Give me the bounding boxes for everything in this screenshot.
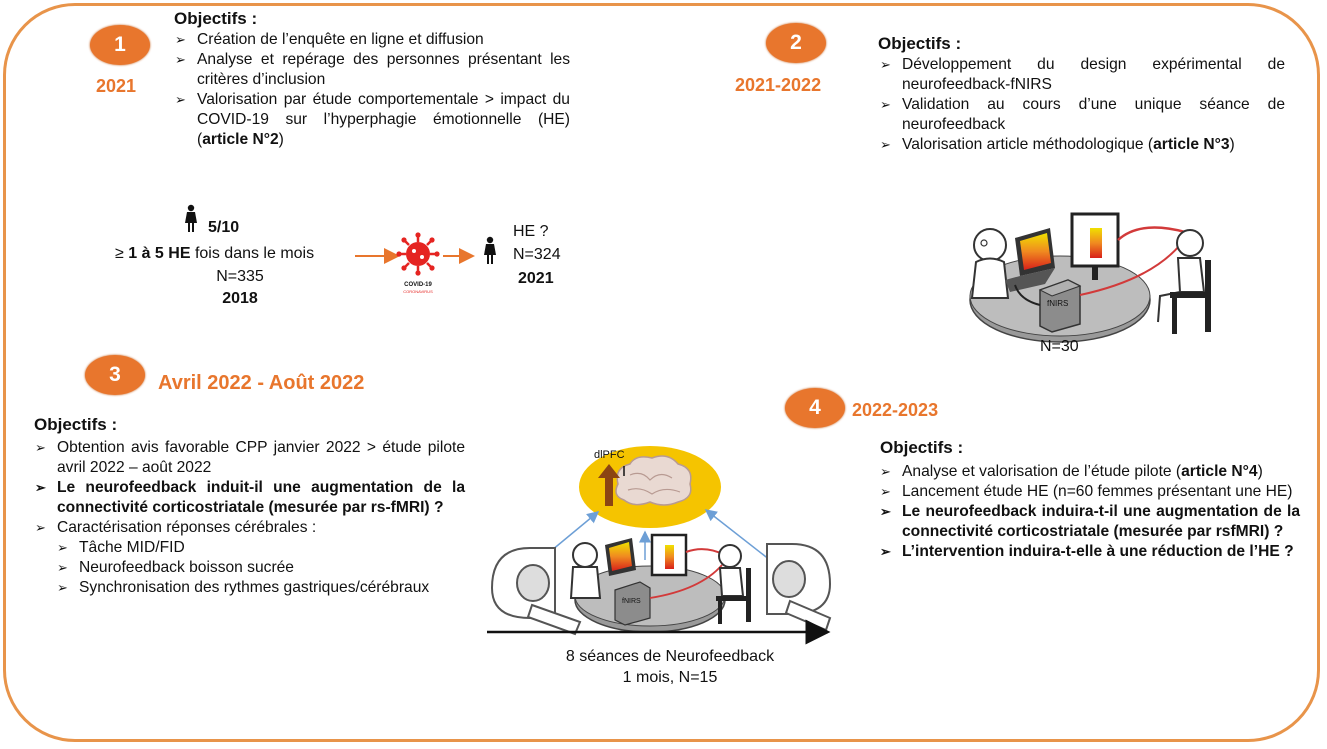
- fnirs-device-label-3: fNIRS: [622, 598, 641, 605]
- list-item: L’intervention induira-t-elle à une rédu…: [880, 542, 1300, 562]
- fnirs-setup-illustration: [969, 212, 1211, 343]
- list-item: Création de l’enquête en ligne et diffus…: [175, 30, 570, 50]
- section1-objectives-list: Création de l’enquête en ligne et diffus…: [175, 30, 570, 150]
- section3-objectives-list: Obtention avis favorable CPP janvier 202…: [35, 438, 465, 598]
- ratio-label: 5/10: [208, 219, 240, 236]
- covid-virus-icon: [396, 232, 440, 276]
- list-item: Caractérisation réponses cérébrales :: [35, 518, 465, 538]
- section1-year: 2021: [96, 76, 137, 96]
- timeline-sub: 1 mois, N=15: [622, 669, 718, 686]
- list-item: Développement du design expérimental de …: [880, 55, 1285, 95]
- n-before: N=335: [216, 268, 264, 285]
- section2-n: N=30: [1040, 338, 1079, 355]
- badge-4: 4: [785, 388, 845, 428]
- year-before: 2018: [222, 290, 258, 307]
- list-item: Valorisation article méthodologique (art…: [880, 135, 1285, 155]
- list-subitem: Tâche MID/FID: [35, 538, 465, 558]
- section4-objectives-title: Objectifs :: [880, 438, 964, 457]
- badge-3: 3: [85, 355, 145, 395]
- year-after: 2021: [518, 270, 554, 287]
- brain-region-label: dlPFC: [594, 449, 625, 461]
- list-item: Valorisation par étude comportementale >…: [175, 90, 570, 150]
- section3-objectives-title: Objectifs :: [34, 415, 118, 434]
- covid-label: COVID-19: [404, 282, 432, 288]
- section3-dates: Avril 2022 - Août 2022: [158, 372, 365, 394]
- list-subitem: Synchronisation des rythmes gastriques/c…: [35, 578, 465, 598]
- list-item: Analyse et repérage des personnes présen…: [175, 50, 570, 90]
- section1-objectives-title: Objectifs :: [174, 9, 258, 28]
- list-subitem: Neurofeedback boisson sucrée: [35, 558, 465, 578]
- section4-objectives-list: Analyse et valorisation de l’étude pilot…: [880, 462, 1300, 562]
- section2-objectives-title: Objectifs :: [878, 34, 962, 53]
- covid-sublabel: CORONAVIRUS: [403, 289, 433, 294]
- list-item: Le neurofeedback induit-il une augmentat…: [35, 478, 465, 518]
- badge-1: 1: [90, 25, 150, 65]
- badge-2: 2: [766, 23, 826, 63]
- section4-year: 2022-2023: [852, 400, 939, 420]
- section2-objectives-list: Développement du design expérimental de …: [880, 55, 1285, 155]
- n-after: N=324: [513, 246, 561, 263]
- section2-year: 2021-2022: [735, 75, 822, 95]
- woman-icon-after: [484, 236, 496, 264]
- timeline-frame: [3, 3, 1320, 742]
- criteria-label: ≥ 1 à 5 HE fois dans le mois: [115, 245, 315, 262]
- list-item: Le neurofeedback induira-t-il une augmen…: [880, 502, 1300, 542]
- fnirs-device-label: fNIRS: [1047, 299, 1069, 308]
- list-item: Analyse et valorisation de l’étude pilot…: [880, 462, 1300, 482]
- woman-icon-before: [185, 204, 197, 232]
- list-item: Obtention avis favorable CPP janvier 202…: [35, 438, 465, 478]
- timeline-label: 8 séances de Neurofeedback: [565, 648, 775, 665]
- list-item: Validation au cours d’une unique séance …: [880, 95, 1285, 135]
- question-label: HE ?: [513, 223, 549, 240]
- mri-neurofeedback-illustration: [487, 446, 832, 645]
- list-item: Lancement étude HE (n=60 femmes présenta…: [880, 482, 1300, 502]
